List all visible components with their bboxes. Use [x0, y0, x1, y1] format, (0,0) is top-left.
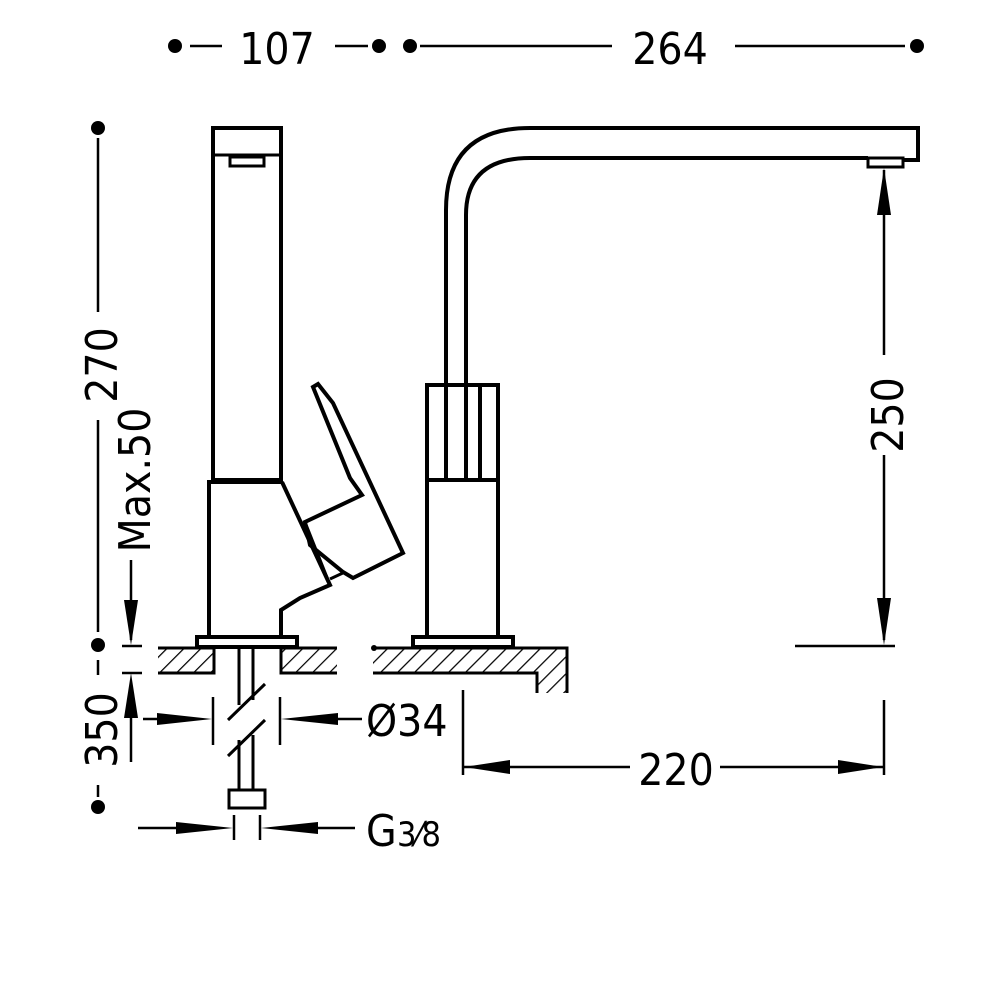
hose-nut	[227, 788, 267, 810]
dimension-107: 107	[168, 24, 386, 75]
dimension-350: 350	[77, 660, 128, 814]
dimension-220: 220	[461, 690, 886, 796]
dimension-label-thread: G	[366, 806, 397, 857]
faucet-front-view	[371, 126, 920, 693]
spout	[444, 126, 920, 385]
dimension-label-max-50: Max.50	[110, 408, 161, 553]
dimension-270: 270	[77, 121, 128, 652]
lever-handle	[302, 381, 406, 586]
dimension-diameter-34: Ø34	[143, 696, 448, 747]
dimension-264: 264	[403, 24, 924, 75]
dimension-label-220: 220	[638, 745, 714, 796]
dimension-label-107: 107	[239, 24, 315, 75]
dimension-label-diameter: Ø34	[366, 696, 448, 747]
dimension-max-50: Max.50	[110, 408, 161, 762]
dimension-label-350: 350	[77, 692, 128, 768]
dimension-label-thread-fraction: 3⁄8	[397, 815, 441, 855]
dimension-label-250: 250	[863, 377, 914, 453]
faucet-side-view	[158, 126, 406, 810]
dimension-250: 250	[795, 168, 914, 648]
dimension-thread: G 3⁄8	[138, 806, 441, 857]
dimension-label-264: 264	[632, 24, 708, 75]
dimension-label-270: 270	[77, 327, 128, 403]
supply-hose	[226, 648, 267, 810]
